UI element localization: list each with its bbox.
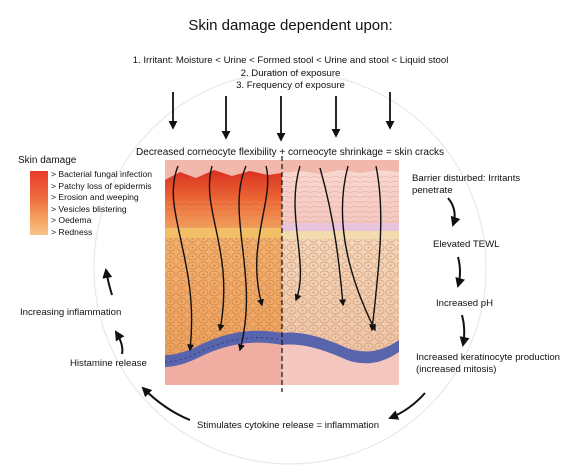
cycle-keratinocyte-line1: Increased keratinocyte production xyxy=(416,352,560,363)
legend-item: > Oedema xyxy=(51,215,92,226)
watermark-ring xyxy=(93,71,487,465)
cycle-tewl: Elevated TEWL xyxy=(433,239,500,250)
cycle-keratinocyte: Increased keratinocyte production (incre… xyxy=(416,352,560,376)
legend-item: > Erosion and weeping xyxy=(51,192,139,203)
legend-item: > Vesicles blistering xyxy=(51,203,127,214)
cycle-inflammation: Increasing inflammation xyxy=(20,307,122,318)
cycle-arrows xyxy=(102,197,470,421)
cycle-cytokine: Stimulates cytokine release = inflammati… xyxy=(197,420,380,431)
exposure-arrows xyxy=(168,92,395,142)
cycle-barrier: Barrier disturbed: Irritants penetrate xyxy=(412,173,520,197)
legend-item: > Patchy loss of epidermis xyxy=(51,180,152,191)
cycle-ph: Increased pH xyxy=(436,298,494,309)
legend-item: > Redness xyxy=(51,226,93,237)
cycle-keratinocyte-line2: (increased mitosis) xyxy=(416,364,497,375)
factor-duration: 2. Duration of exposure xyxy=(240,67,341,79)
factor-irritant: 1. Irritant: Moisture < Urine < Formed s… xyxy=(132,55,449,66)
cycle-histamine: Histamine release xyxy=(70,358,147,369)
diagram-title: Skin damage dependent upon: xyxy=(188,17,393,34)
skin-cracks-caption: Decreased corneocyte flexibility + corne… xyxy=(136,147,444,158)
factor-frequency: 3. Frequency of exposure xyxy=(236,80,345,91)
penetration-arrows xyxy=(172,165,382,352)
exposure-factors: 1. Irritant: Moisture < Urine < Formed s… xyxy=(0,55,581,93)
healthy-skin-section xyxy=(282,160,399,385)
legend-list: > Bacterial fungal infection > Patchy lo… xyxy=(51,169,152,239)
legend-item: > Bacterial fungal infection xyxy=(51,169,153,179)
cycle-barrier-line1: Barrier disturbed: Irritants xyxy=(412,173,521,184)
legend-title: Skin damage xyxy=(18,155,77,166)
legend-gradient-bar xyxy=(30,171,48,235)
cycle-barrier-line2: penetrate xyxy=(412,185,453,196)
